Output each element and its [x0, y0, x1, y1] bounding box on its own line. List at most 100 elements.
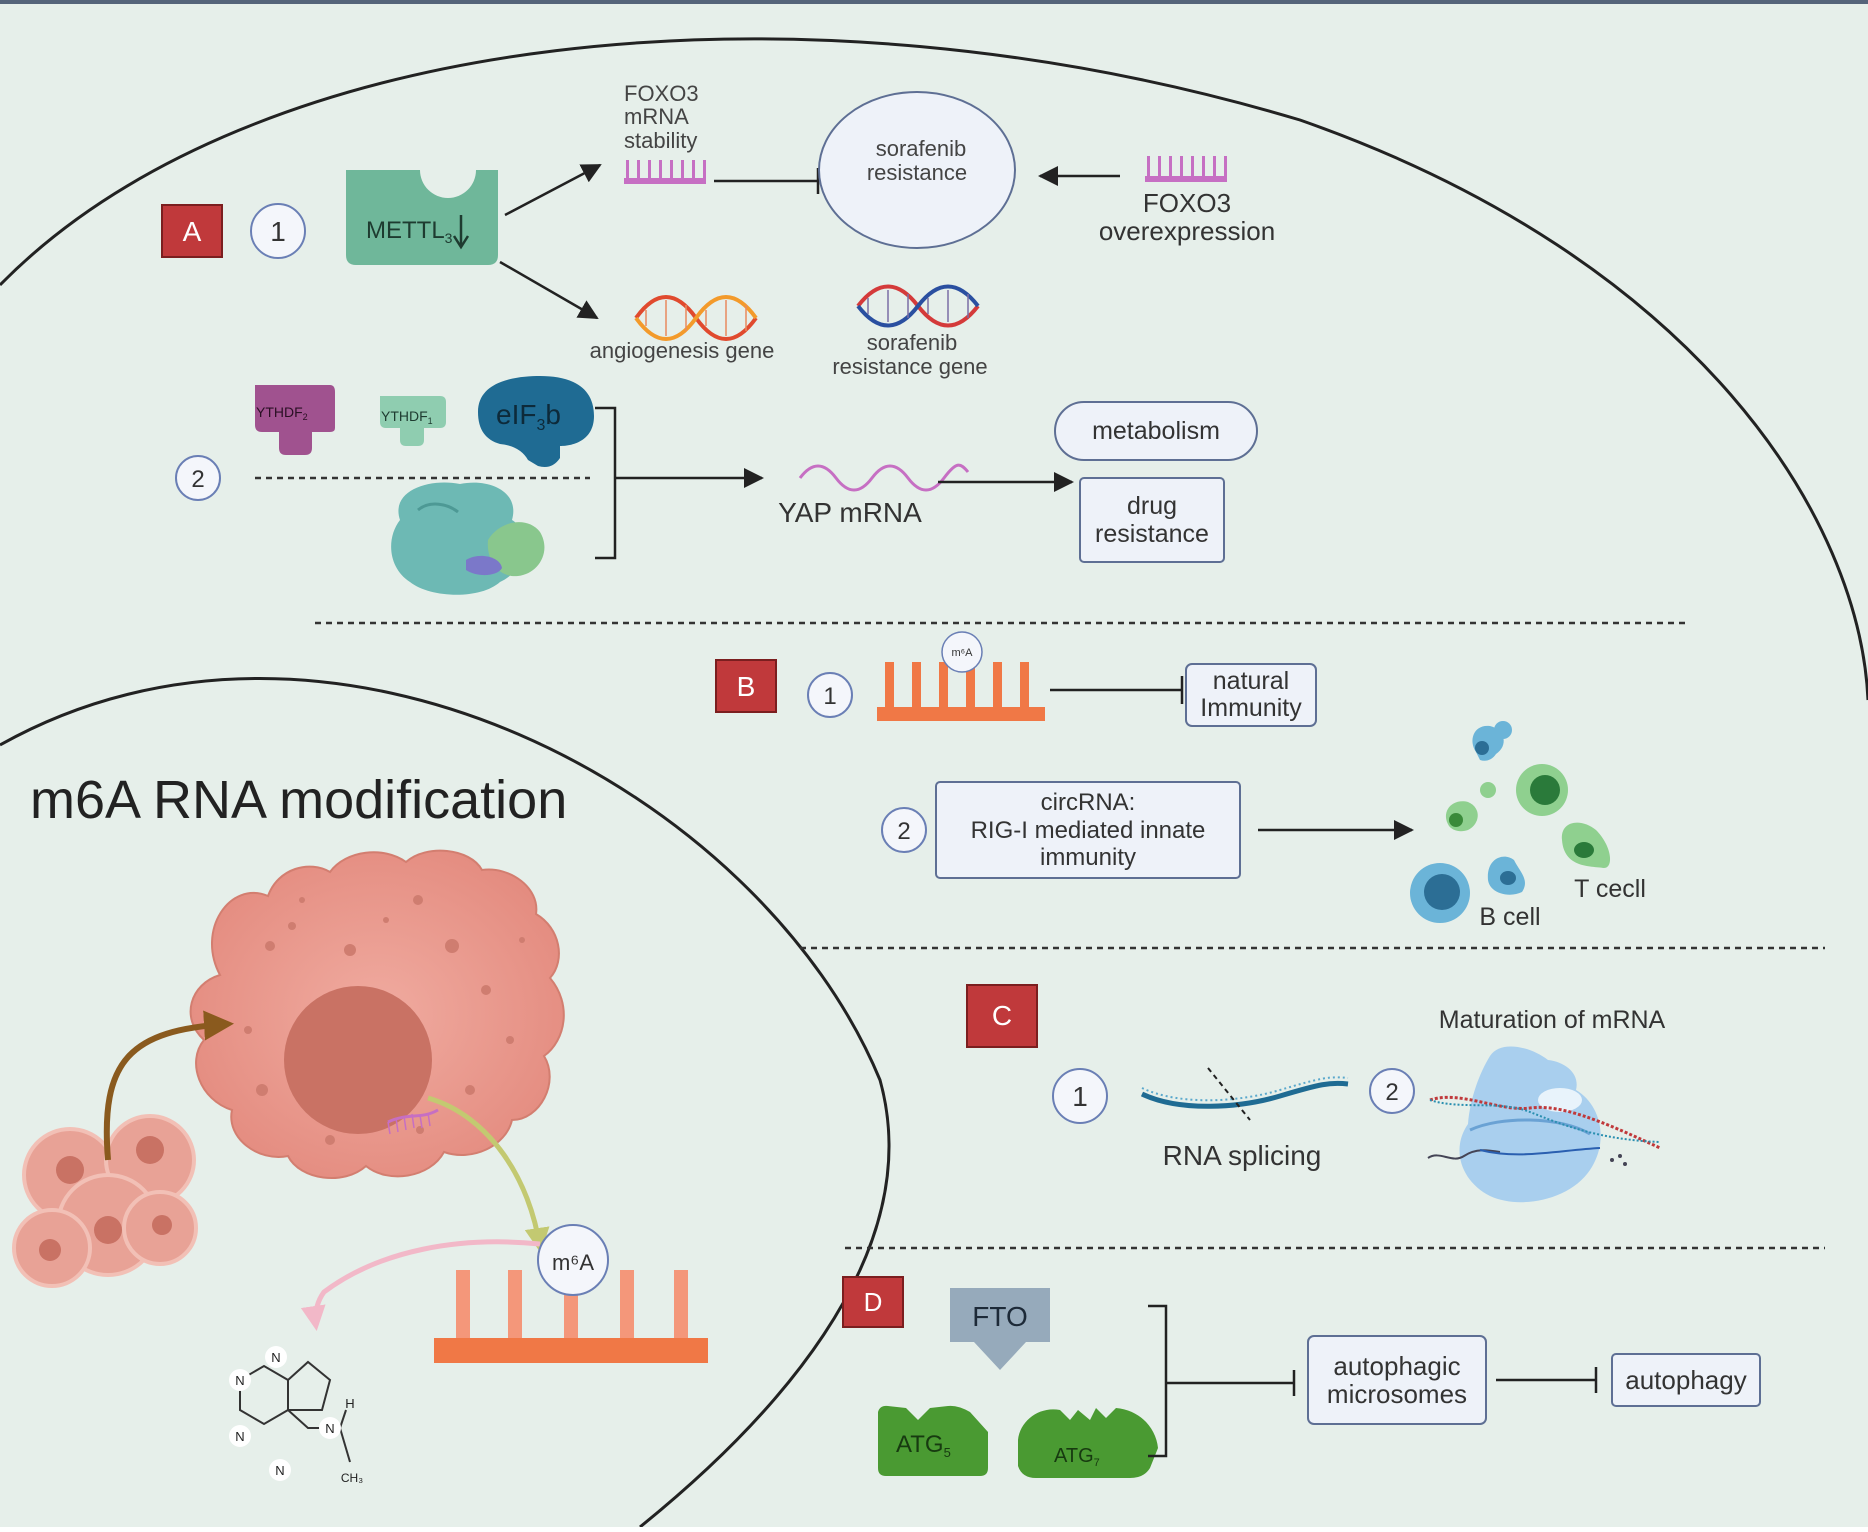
- circrna-box: [935, 781, 1241, 879]
- step-b2-num: 2: [897, 818, 910, 845]
- atg5-protein: [878, 1405, 988, 1476]
- badge-c: [966, 984, 1038, 1048]
- fto-protein: [950, 1288, 1050, 1370]
- sorafenib-resistance-gene-1: sorafenib: [867, 330, 958, 355]
- badge-c-text: C: [992, 1000, 1012, 1031]
- metabolism-box: [1054, 401, 1258, 461]
- maturation-label: Maturation of mRNA: [1439, 1006, 1666, 1034]
- step-a2-num: 2: [191, 466, 204, 493]
- atom-ch3: CH₃: [341, 1471, 363, 1485]
- circrna-line-2: RIG-I mediated innate: [971, 817, 1206, 844]
- section-d: D FTO ATG5 ATG7 autophagic microsomes au…: [842, 1276, 1761, 1478]
- step-c1-num: 1: [1072, 1081, 1088, 1112]
- step-c2-num: 2: [1385, 1079, 1398, 1106]
- drug-resistance-2: resistance: [1095, 520, 1209, 548]
- eif3b-label: eIF3b: [496, 399, 561, 434]
- molecule-atoms: N N N N N H CH₃: [229, 1346, 363, 1485]
- atom-n5: N: [325, 1421, 334, 1436]
- step-b2-circle: [881, 807, 927, 853]
- rna-splicing-label: RNA splicing: [1163, 1140, 1322, 1171]
- circrna-line-3: immunity: [1040, 844, 1136, 871]
- badge-d: [842, 1276, 904, 1328]
- autophagy-box: [1611, 1353, 1761, 1407]
- splice-cut-line: [1207, 1067, 1251, 1121]
- cell-cluster-icon: [12, 1114, 198, 1288]
- atom-n4: N: [275, 1463, 284, 1478]
- immune-cells-icon: [1410, 721, 1611, 923]
- angiogenesis-gene-label: angiogenesis gene: [590, 338, 775, 363]
- mrna-comb-icon: [624, 160, 706, 184]
- maturation-ribosome-icon: [1427, 1046, 1661, 1203]
- sorafenib-resistance-gene-2: resistance gene: [832, 354, 987, 379]
- top-border: [0, 0, 1868, 4]
- m6a-small-bubble: [941, 631, 983, 673]
- natural-immunity-1: natural: [1213, 667, 1289, 695]
- eif3b-protein: [478, 376, 594, 467]
- step-b1-num: 1: [823, 683, 836, 710]
- step-c1-circle: [1052, 1068, 1108, 1124]
- m6a-small-label: m⁶A: [951, 647, 973, 659]
- m6a-comb-small-icon: [877, 662, 1045, 721]
- badge-d-text: D: [864, 1287, 883, 1317]
- natural-immunity-box: [1185, 663, 1317, 727]
- diagram-title: m6A RNA modification: [30, 770, 567, 830]
- foxo3-stability-1: FOXO3: [624, 81, 699, 106]
- foxo3-overexpression-1: FOXO3: [1143, 188, 1231, 218]
- ythdf2-protein: [255, 385, 335, 455]
- step-a1-circle: [250, 203, 306, 259]
- autophagy-label: autophagy: [1625, 1365, 1746, 1395]
- step-b1-circle: [807, 672, 853, 718]
- step-c2-circle: [1369, 1068, 1415, 1114]
- atom-n1: N: [235, 1373, 244, 1388]
- ythdf1-protein: [380, 396, 446, 446]
- rna-strand-ticks: [1141, 1076, 1349, 1102]
- inner-circle-arc: [0, 677, 891, 1529]
- m6a-label: m⁶A: [552, 1250, 594, 1275]
- atg7-protein: [1018, 1408, 1158, 1478]
- step-a1-num: 1: [270, 216, 286, 247]
- badge-b-text: B: [737, 671, 756, 702]
- foxo3-stability-3: stability: [624, 128, 697, 153]
- rna-strand-icon: [1140, 1080, 1349, 1109]
- outer-circle-arc: [0, 37, 1868, 701]
- cell-dots: [244, 895, 525, 1145]
- ythdf1-label: YTHDF1: [381, 408, 433, 426]
- down-arrow-head: [452, 235, 470, 250]
- circrna-line-1: circRNA:: [1041, 789, 1136, 816]
- pink-curved-arrow: [300, 1239, 541, 1331]
- ribosome-icon: [391, 482, 545, 595]
- t-cell-label: T cecll: [1574, 875, 1646, 903]
- b-cell-label: B cell: [1479, 903, 1540, 931]
- nucleus-mrna: [387, 1108, 439, 1124]
- badge-a: [161, 204, 223, 258]
- section-c: C 1 RNA splicing 2 Maturation of mRNA: [966, 984, 1666, 1203]
- olive-curved-arrow: [427, 1095, 550, 1253]
- atg7-label: ATG7: [1054, 1445, 1100, 1469]
- metabolism-label: metabolism: [1092, 417, 1220, 445]
- badge-a-text: A: [183, 216, 202, 247]
- autophagic-microsomes-box: [1307, 1335, 1487, 1425]
- badge-b: [715, 659, 777, 713]
- sorafenib-resistance-1: sorafenib: [876, 136, 967, 161]
- autophagic-microsomes-2: microsomes: [1327, 1379, 1467, 1409]
- bracket-d: [1148, 1304, 1168, 1458]
- ythdf2-label: YTHDF2: [256, 404, 308, 422]
- atg5-label: ATG5: [896, 1431, 951, 1460]
- lower-left-panel: m6A RNA modification: [12, 770, 708, 1485]
- sorafenib-resistance-2: resistance: [867, 160, 967, 185]
- mrna-comb-icon-2: [1145, 156, 1227, 182]
- atom-n2: N: [271, 1350, 280, 1365]
- angiogenesis-dna-icon: [634, 295, 758, 341]
- sorafenib-dna-icon: [856, 284, 980, 328]
- step-a2-circle: [175, 455, 221, 501]
- natural-immunity-2: Immunity: [1200, 694, 1302, 722]
- foxo3-stability-2: mRNA: [624, 104, 689, 129]
- fto-label: FTO: [972, 1301, 1027, 1332]
- brown-curved-arrow: [103, 1010, 234, 1161]
- atom-n3: N: [235, 1429, 244, 1444]
- nucleus-mrna-ticks: [387, 1112, 431, 1135]
- m6a-bubble: [537, 1224, 609, 1296]
- yap-mrna-wave: [798, 463, 970, 492]
